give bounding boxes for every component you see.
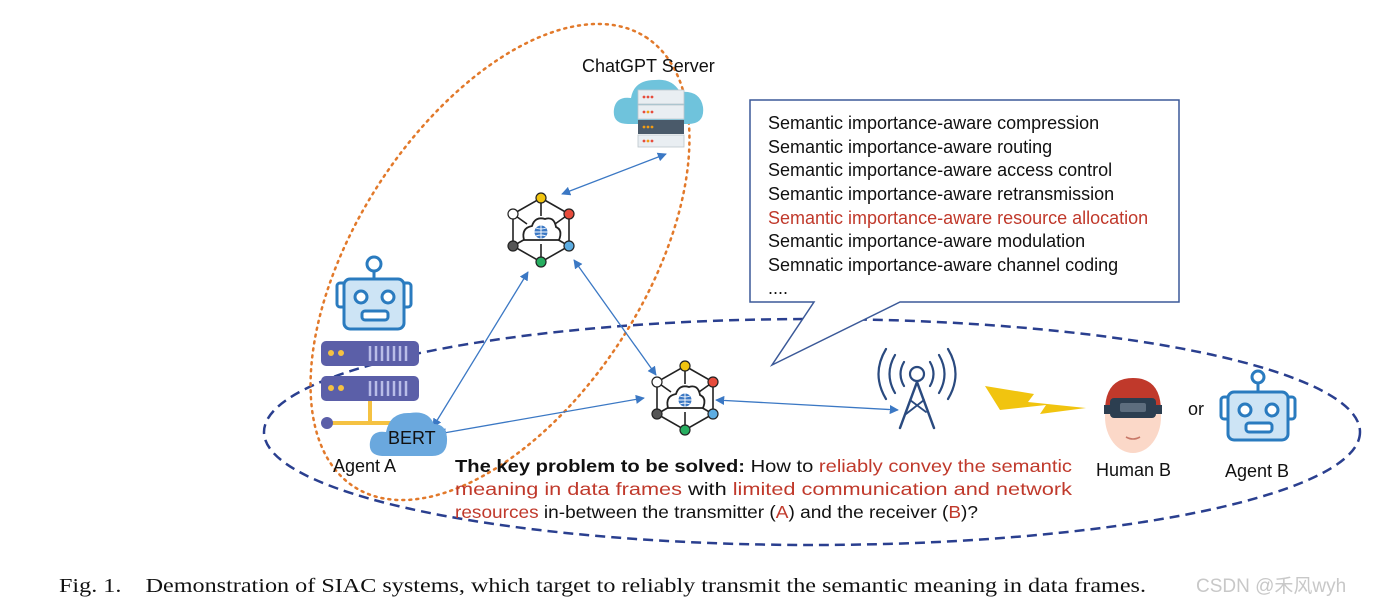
or-label: or bbox=[1188, 399, 1204, 419]
watermark: CSDN @禾风wyh bbox=[1196, 575, 1346, 597]
arrow-node-node bbox=[573, 259, 657, 376]
figure-caption: Fig. 1. Demonstration of SIAC systems, w… bbox=[59, 575, 1146, 597]
antenna-tower-icon bbox=[877, 347, 957, 430]
robot-icon bbox=[335, 255, 413, 331]
semantic-list-item: Semantic importance-aware compression bbox=[768, 113, 1099, 133]
server-rack-icon bbox=[321, 341, 422, 429]
semantic-list: Semantic importance-aware compression Se… bbox=[768, 113, 1148, 298]
svg-text:resources in-between the trans: resources in-between the transmitter (A)… bbox=[455, 502, 978, 522]
cloud-icon bbox=[369, 412, 448, 456]
network-node-icon-top bbox=[507, 192, 575, 268]
semantic-list-item: .... bbox=[768, 278, 788, 298]
chatgpt-server-label: ChatGPT Server bbox=[582, 56, 715, 76]
network-node-icon-middle bbox=[651, 360, 719, 436]
agent-b-label: Agent B bbox=[1225, 461, 1289, 481]
robot-icon-agent-b bbox=[1219, 369, 1297, 442]
semantic-list-item: Semantic importance-aware access control bbox=[768, 160, 1112, 180]
semantic-list-item-highlighted: Semantic importance-aware resource alloc… bbox=[768, 208, 1148, 228]
semantic-list-callout bbox=[749, 99, 1180, 367]
svg-text:The key problem to be solved:: The key problem to be solved: How to rel… bbox=[455, 456, 1072, 476]
lightning-icon bbox=[985, 386, 1086, 414]
arrow-node-server bbox=[561, 152, 667, 196]
arrow-node-tower bbox=[715, 395, 899, 415]
semantic-list-item: Semantic importance-aware routing bbox=[768, 137, 1052, 157]
arrow-agent-a-node bbox=[437, 394, 645, 438]
semantic-list-item: Semantic importance-aware retransmission bbox=[768, 184, 1114, 204]
arrow-node-agent-a bbox=[432, 271, 529, 428]
human-b-label: Human B bbox=[1096, 460, 1171, 480]
svg-text:meaning in data frames with li: meaning in data frames with limited comm… bbox=[455, 479, 1072, 499]
problem-bold-label: The key problem to be solved: bbox=[455, 456, 745, 476]
bert-label: BERT bbox=[388, 428, 436, 448]
key-problem-statement: The key problem to be solved: How to rel… bbox=[455, 456, 1072, 522]
vr-headset-person-icon bbox=[1104, 378, 1162, 453]
semantic-list-item: Semantic importance-aware modulation bbox=[768, 231, 1085, 251]
connection-arrows bbox=[432, 152, 899, 438]
agent-a-label: Agent A bbox=[333, 456, 396, 476]
semantic-list-item: Semnatic importance-aware channel coding bbox=[768, 255, 1118, 275]
cloud-server-icon bbox=[613, 79, 704, 148]
